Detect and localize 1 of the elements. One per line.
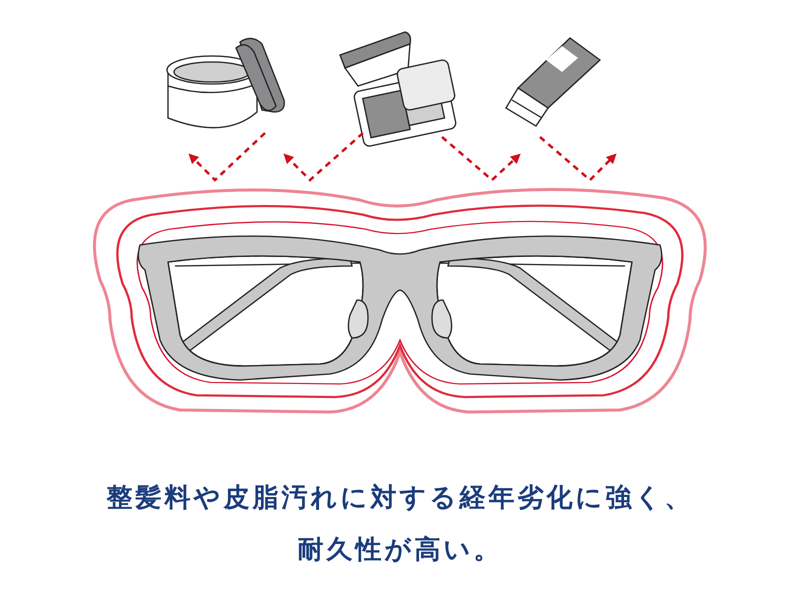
caption: 整髪料や皮脂汚れに対する経年劣化に強く、耐久性が高い。: [106, 482, 694, 567]
